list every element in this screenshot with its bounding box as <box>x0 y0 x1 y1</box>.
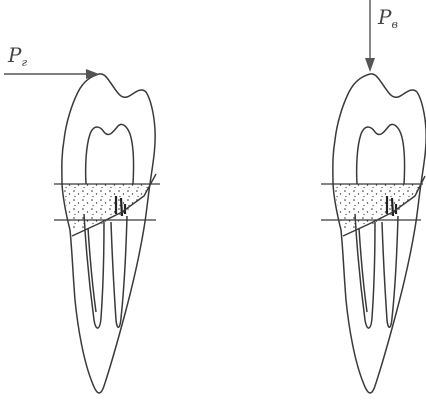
tooth-outline <box>333 74 426 393</box>
force-label-horizontal: Pг <box>7 43 27 69</box>
horizontal-force-arrow <box>4 69 99 79</box>
stippled-region <box>333 184 421 230</box>
force-label-vertical: Pв <box>377 5 398 31</box>
left-tooth-figure: Pг <box>4 43 160 393</box>
tooth-outline <box>62 74 155 393</box>
vertical-force-arrow <box>365 0 375 72</box>
right-tooth-figure: Pв <box>321 0 426 393</box>
stippled-region <box>62 184 150 230</box>
